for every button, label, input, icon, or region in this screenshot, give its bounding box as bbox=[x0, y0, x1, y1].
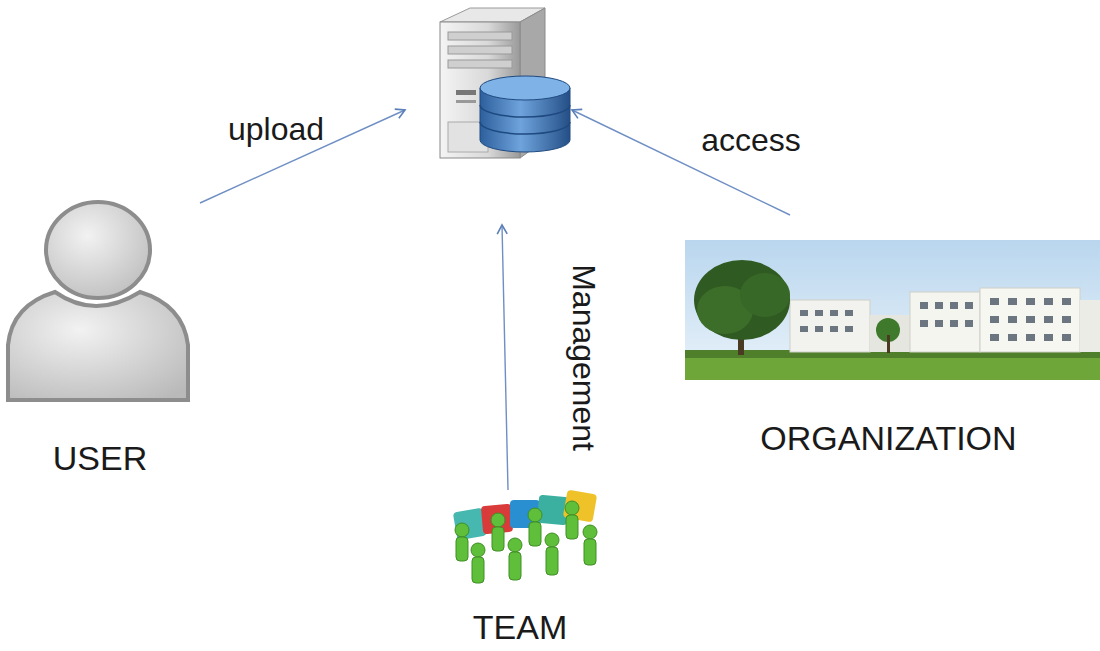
team-node: TEAM bbox=[430, 478, 610, 648]
server-icon bbox=[440, 8, 570, 158]
edge-label: upload bbox=[228, 112, 324, 147]
team-icon bbox=[453, 490, 597, 583]
node-label: USER bbox=[53, 440, 147, 477]
organization-node: ORGANIZATION bbox=[681, 238, 1096, 463]
node-label: ORGANIZATION bbox=[760, 420, 1016, 457]
edge-label: Management bbox=[565, 265, 600, 452]
arrows bbox=[200, 110, 790, 490]
upload-arrow bbox=[200, 110, 405, 203]
node-label: TEAM bbox=[473, 609, 567, 646]
organization-photo bbox=[685, 240, 1100, 380]
edge-label: access bbox=[701, 123, 801, 158]
user-node: USER bbox=[0, 200, 200, 485]
user-icon bbox=[8, 202, 188, 400]
management-arrow bbox=[502, 225, 508, 490]
